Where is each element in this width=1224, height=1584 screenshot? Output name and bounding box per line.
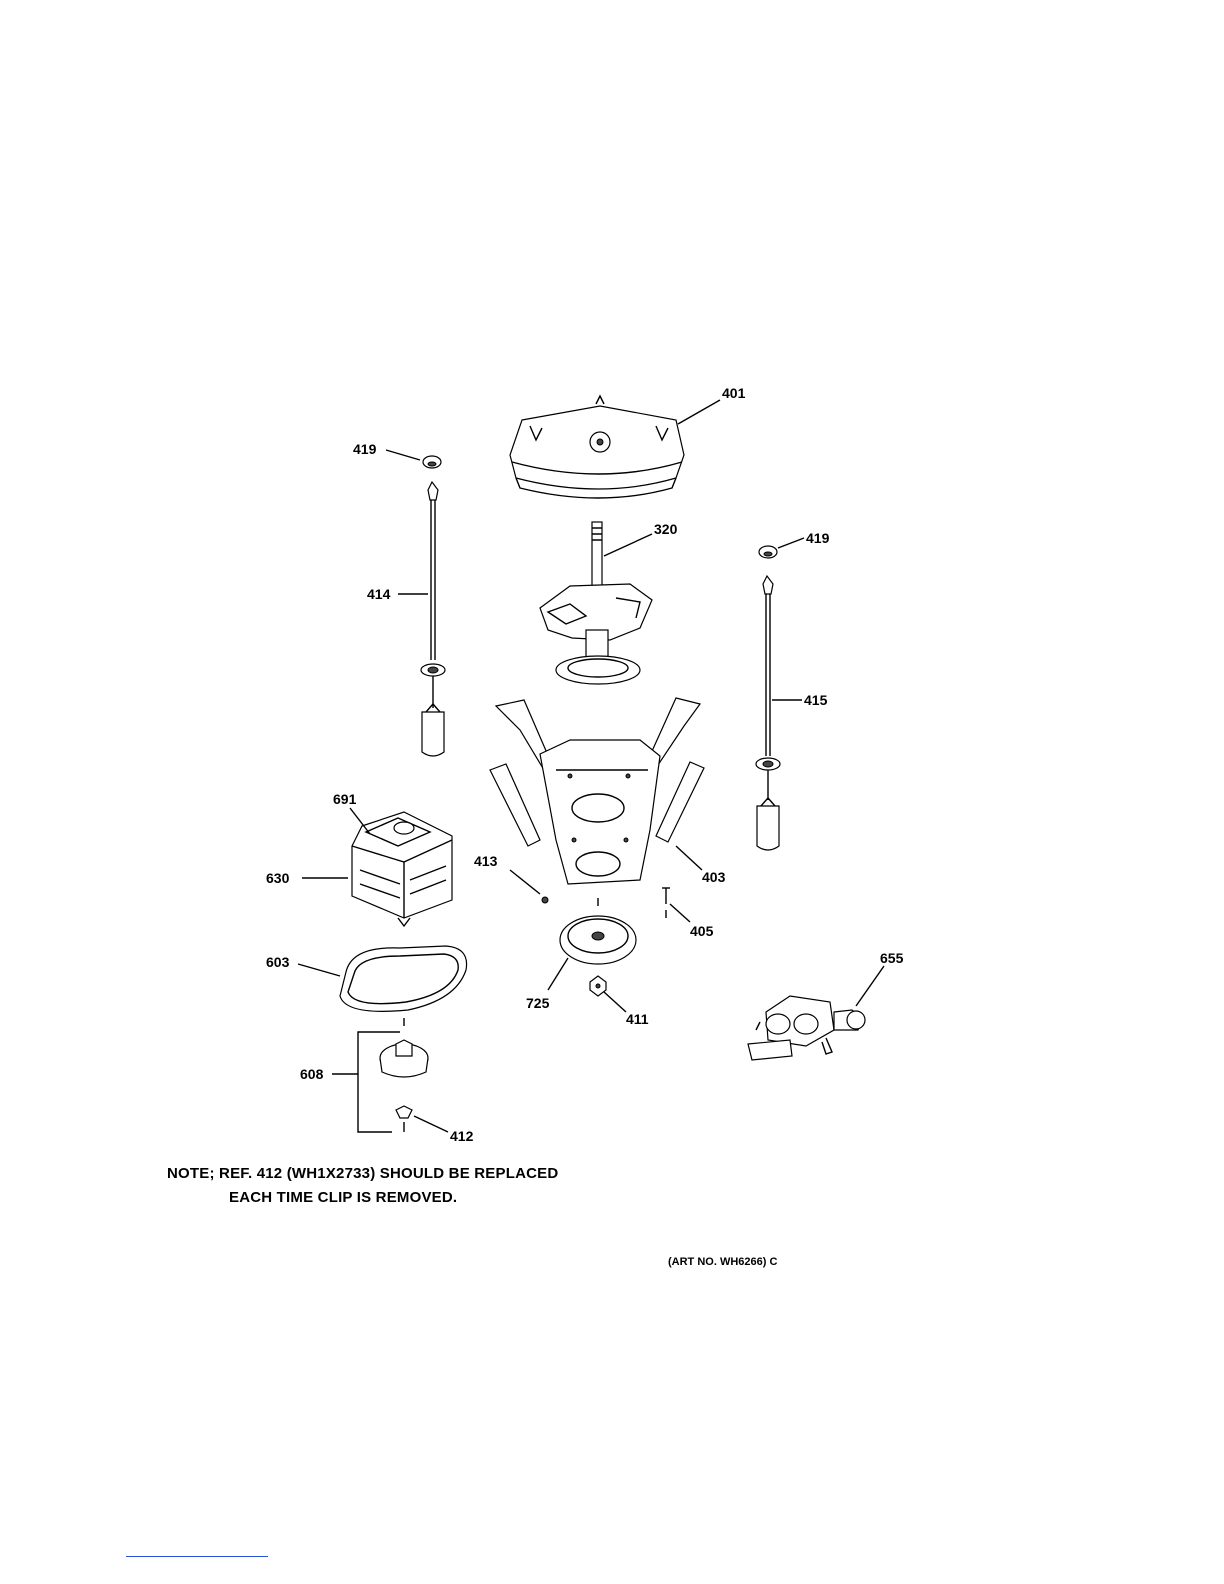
callout-412: 412 bbox=[450, 1128, 474, 1144]
note-line-2: EACH TIME CLIP IS REMOVED. bbox=[167, 1186, 558, 1210]
part-412-clip bbox=[396, 1106, 412, 1132]
part-603-belt bbox=[340, 946, 467, 1011]
part-320-transmission bbox=[540, 522, 652, 684]
callout-415: 415 bbox=[804, 692, 828, 708]
callout-401: 401 bbox=[722, 385, 746, 401]
leader-403 bbox=[676, 846, 702, 870]
callout-725: 725 bbox=[526, 995, 550, 1011]
part-725-pulley bbox=[560, 898, 636, 964]
leader-412 bbox=[414, 1116, 448, 1132]
callout-608: 608 bbox=[300, 1066, 324, 1082]
callout-603: 603 bbox=[266, 954, 290, 970]
callout-655: 655 bbox=[880, 950, 904, 966]
part-405-bolt bbox=[662, 888, 670, 918]
callout-411: 411 bbox=[626, 1011, 649, 1027]
leader-725 bbox=[548, 958, 568, 990]
part-403-mounting-platform bbox=[490, 698, 704, 884]
callout-320: 320 bbox=[654, 521, 678, 537]
callout-630: 630 bbox=[266, 870, 290, 886]
part-655-water-valve bbox=[748, 996, 865, 1060]
leader-320 bbox=[604, 534, 652, 556]
replacement-note: NOTE; REF. 412 (WH1X2733) SHOULD BE REPL… bbox=[167, 1162, 558, 1210]
part-411-nut bbox=[590, 976, 606, 996]
leader-603 bbox=[298, 964, 340, 976]
part-419-cap-left bbox=[423, 456, 441, 468]
note-line-1: NOTE; REF. 412 (WH1X2733) SHOULD BE REPL… bbox=[167, 1162, 558, 1186]
part-415-suspension-rod bbox=[756, 576, 780, 850]
leader-419-right bbox=[778, 538, 804, 548]
part-413-screw bbox=[542, 897, 548, 903]
callout-419-right: 419 bbox=[806, 530, 830, 546]
callout-413: 413 bbox=[474, 853, 498, 869]
callout-403: 403 bbox=[702, 869, 726, 885]
part-419-cap-right bbox=[759, 546, 777, 558]
callout-414: 414 bbox=[367, 586, 391, 602]
leader-419-left bbox=[386, 450, 420, 460]
callout-691: 691 bbox=[333, 791, 357, 807]
leader-405 bbox=[670, 904, 690, 922]
leader-655 bbox=[856, 966, 884, 1006]
part-401-cover bbox=[510, 396, 684, 498]
part-608-pulley-assembly bbox=[358, 1018, 428, 1132]
callout-419-left: 419 bbox=[353, 441, 377, 457]
art-number: (ART NO. WH6266) C bbox=[668, 1256, 777, 1268]
part-414-suspension-rod bbox=[421, 482, 445, 756]
footer-link-underline[interactable] bbox=[126, 1556, 268, 1557]
leader-413 bbox=[510, 870, 540, 894]
leader-401 bbox=[678, 400, 720, 424]
leader-411 bbox=[604, 992, 626, 1012]
callout-405: 405 bbox=[690, 923, 714, 939]
